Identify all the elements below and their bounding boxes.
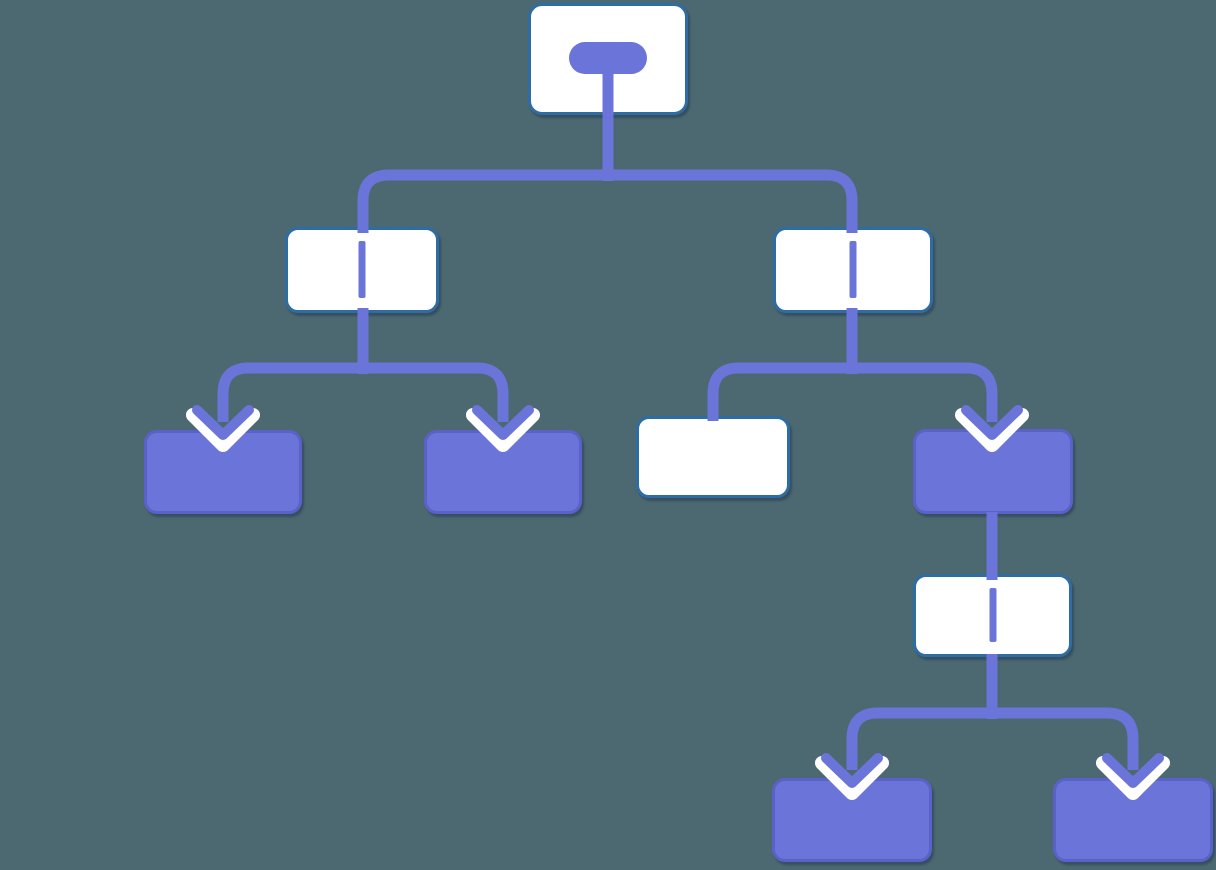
node-mid-right[interactable]: [913, 429, 1073, 514]
node-branch-left[interactable]: [285, 227, 439, 313]
connector-branch-left-to-leaves: [217, 362, 509, 422]
node-leaf-bottom-2[interactable]: [1053, 778, 1213, 862]
node-leaf-left-2[interactable]: [424, 430, 582, 514]
node-root[interactable]: [528, 3, 688, 115]
node-branch-right[interactable]: [773, 227, 933, 313]
node-leaf-plain[interactable]: [636, 416, 790, 498]
node-branch-lower[interactable]: [913, 574, 1072, 657]
vertical-line-icon: [358, 241, 366, 298]
node-leaf-bottom-1[interactable]: [772, 778, 932, 862]
node-leaf-left-1[interactable]: [144, 430, 302, 514]
connector-branch-lower-to-leaves: [846, 707, 1139, 770]
pill-icon: [569, 42, 647, 74]
vertical-line-icon: [849, 241, 857, 298]
connector-branch-right-to-children: [707, 362, 998, 422]
vertical-line-icon: [989, 588, 996, 642]
connector-root-to-branches: [357, 169, 858, 233]
